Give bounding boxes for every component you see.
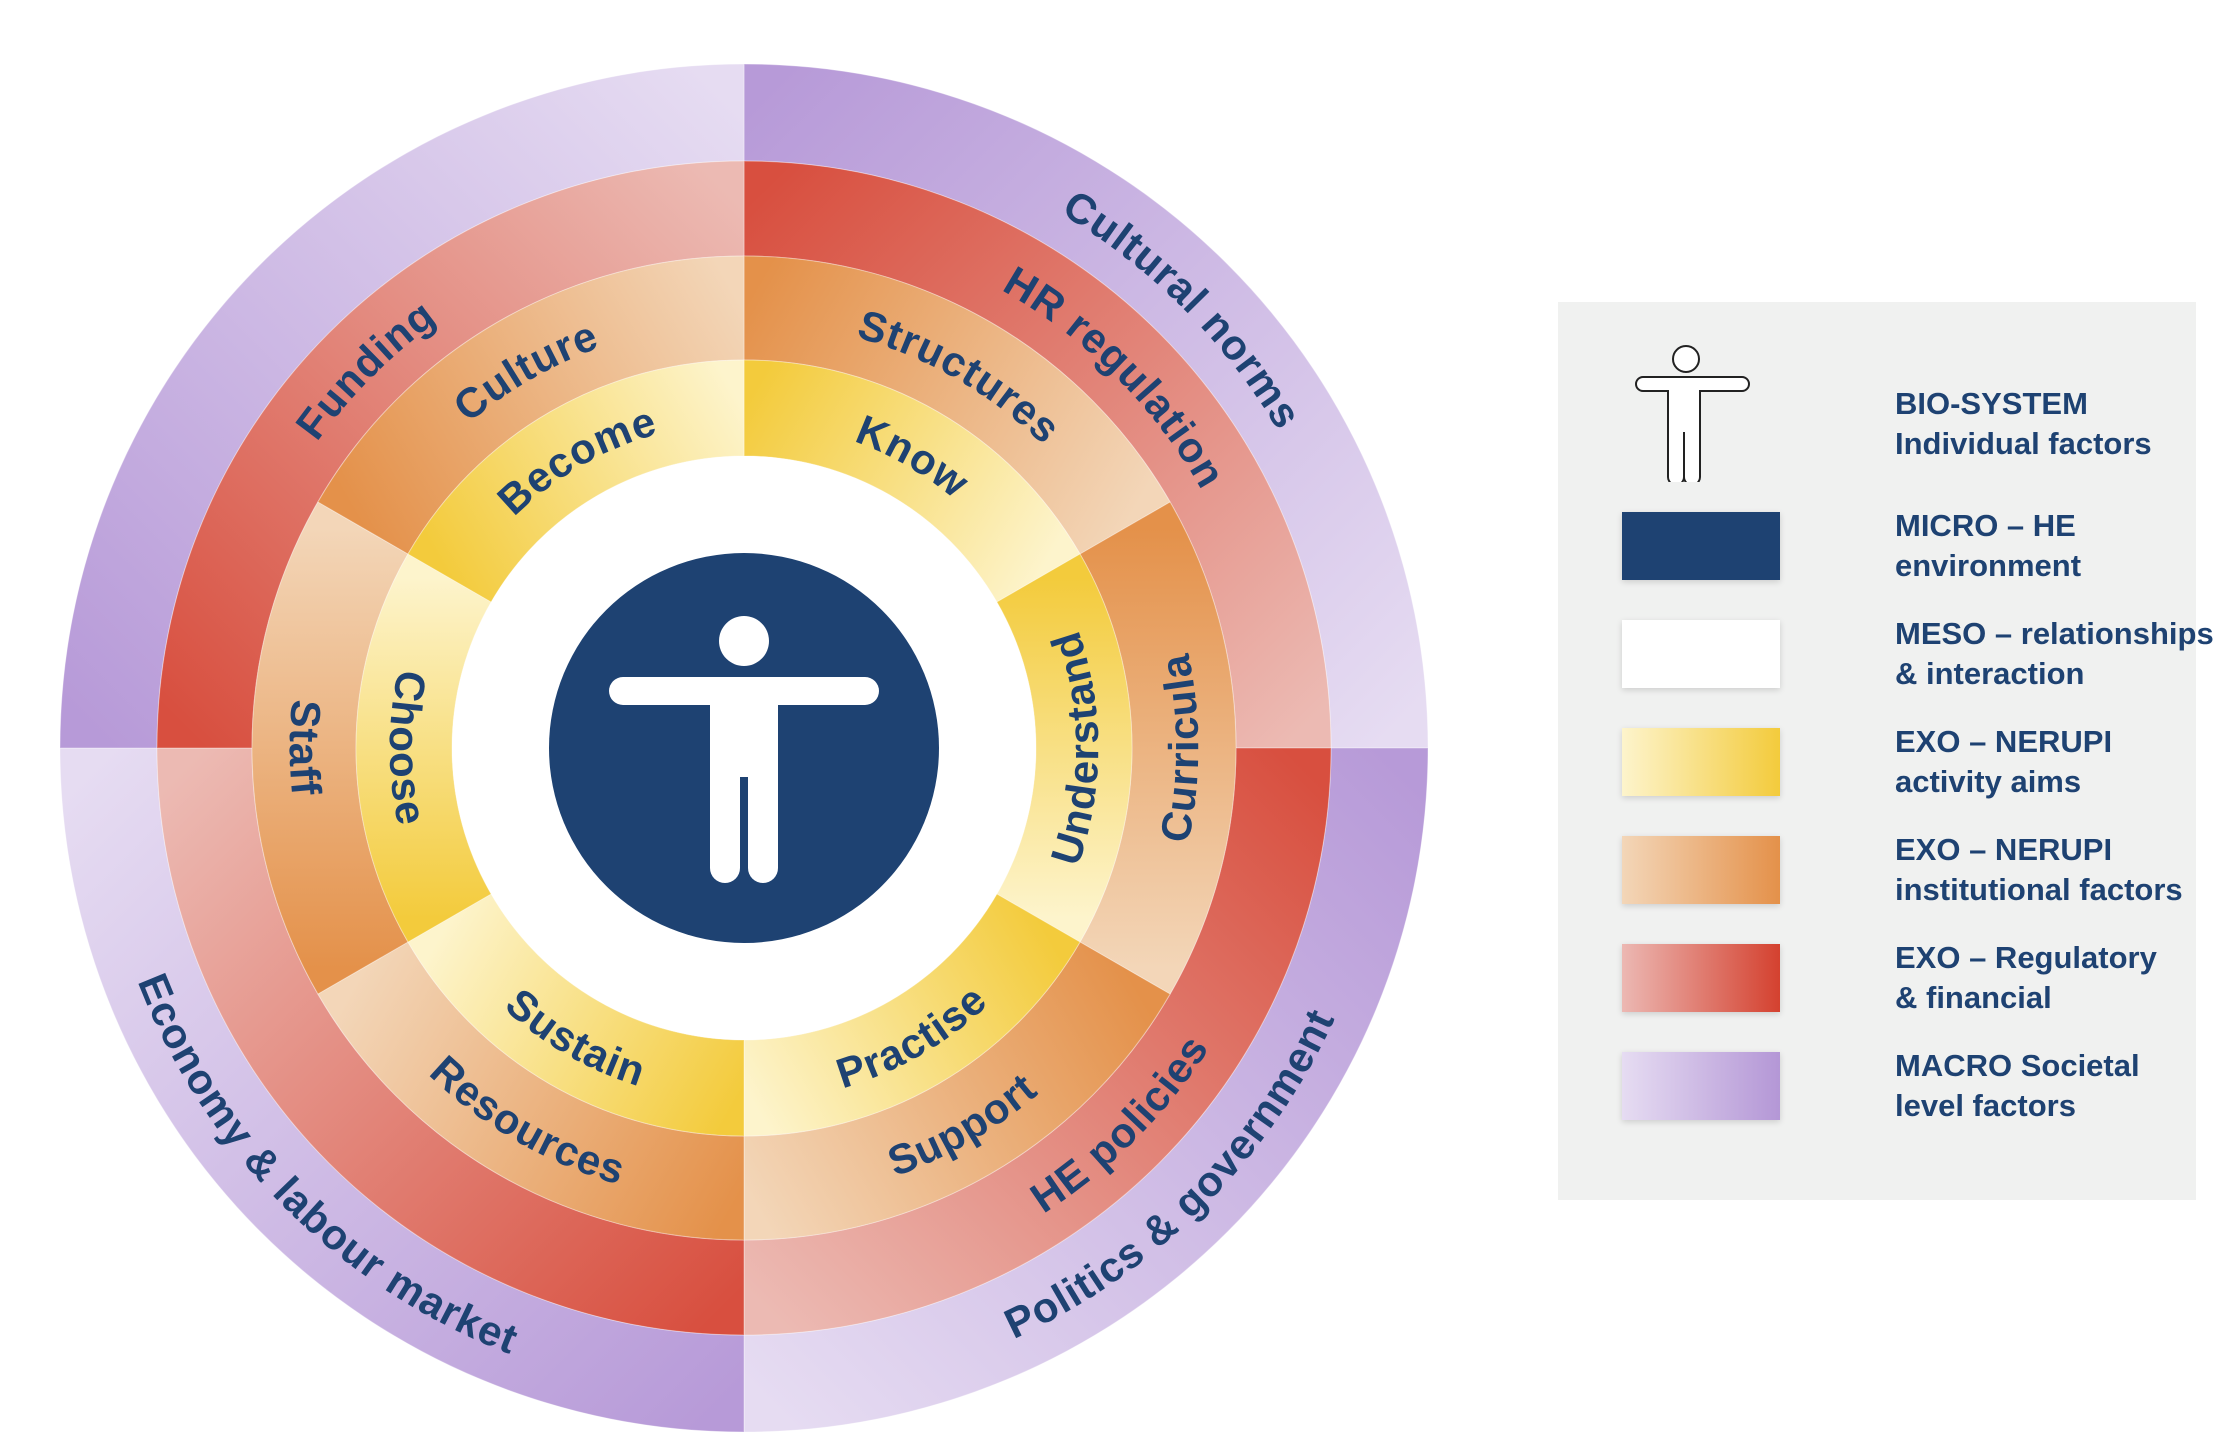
legend-swatch bbox=[1622, 836, 1780, 904]
legend-item-meso: MESO – relationships & interaction bbox=[1622, 616, 2214, 691]
legend-subtitle: Individual factors bbox=[1895, 426, 2152, 461]
legend-text: BIO-SYSTEM Individual factors bbox=[1895, 384, 2224, 464]
rings-layer bbox=[59, 63, 1429, 1433]
legend-text: MACRO Societal level factors bbox=[1895, 1046, 2224, 1126]
person-icon bbox=[609, 616, 879, 883]
aims-label-choose: Choose bbox=[381, 667, 436, 829]
legend-swatch bbox=[1622, 944, 1780, 1012]
legend-subtitle: & interaction bbox=[1895, 656, 2085, 691]
legend-subtitle: environment bbox=[1895, 548, 2082, 583]
legend-text: EXO – Regulatory & financial bbox=[1895, 938, 2224, 1018]
legend-subtitle: activity aims bbox=[1895, 764, 2082, 799]
legend-title: MESO – relationships bbox=[1895, 616, 2214, 651]
legend-item-exo-regulatory: EXO – Regulatory & financial bbox=[1622, 940, 2157, 1015]
legend-title: MICRO – HE bbox=[1895, 508, 2076, 543]
legend-swatch bbox=[1622, 1052, 1780, 1120]
person-outline-icon bbox=[1634, 345, 1750, 482]
legend-subtitle: level factors bbox=[1895, 1088, 2076, 1123]
legend-text: MESO – relationships & interaction bbox=[1895, 614, 2224, 694]
legend-item-exo-institutional: EXO – NERUPI institutional factors bbox=[1622, 832, 2183, 907]
legend-panel: BIO-SYSTEM Individual factors MICRO – HE… bbox=[1558, 302, 2214, 1200]
legend-subtitle: institutional factors bbox=[1895, 872, 2183, 907]
legend-item-bio-system: BIO-SYSTEM Individual factors bbox=[1622, 342, 2152, 482]
legend-text: EXO – NERUPI institutional factors bbox=[1895, 830, 2224, 910]
label-text: Staff bbox=[281, 698, 330, 798]
legend-subtitle: & financial bbox=[1895, 980, 2052, 1015]
legend-text: EXO – NERUPI activity aims bbox=[1895, 722, 2224, 802]
legend-swatch bbox=[1622, 620, 1780, 688]
legend-swatch bbox=[1622, 728, 1780, 796]
legend-title: MACRO Societal bbox=[1895, 1048, 2140, 1083]
institutional-label-staff: Staff bbox=[281, 698, 331, 798]
legend-item-exo-activity-aims: EXO – NERUPI activity aims bbox=[1622, 724, 2112, 799]
legend-item-macro: MACRO Societal level factors bbox=[1622, 1048, 2140, 1123]
legend-title: EXO – NERUPI bbox=[1895, 724, 2113, 759]
legend-title: BIO-SYSTEM bbox=[1895, 386, 2088, 421]
legend-swatch bbox=[1622, 512, 1780, 580]
legend-title: EXO – Regulatory bbox=[1895, 940, 2157, 975]
legend-item-micro: MICRO – HE environment bbox=[1622, 508, 2081, 583]
legend-text: MICRO – HE environment bbox=[1895, 506, 2224, 586]
legend-title: EXO – NERUPI bbox=[1895, 832, 2113, 867]
label-text: Choose bbox=[381, 667, 435, 829]
